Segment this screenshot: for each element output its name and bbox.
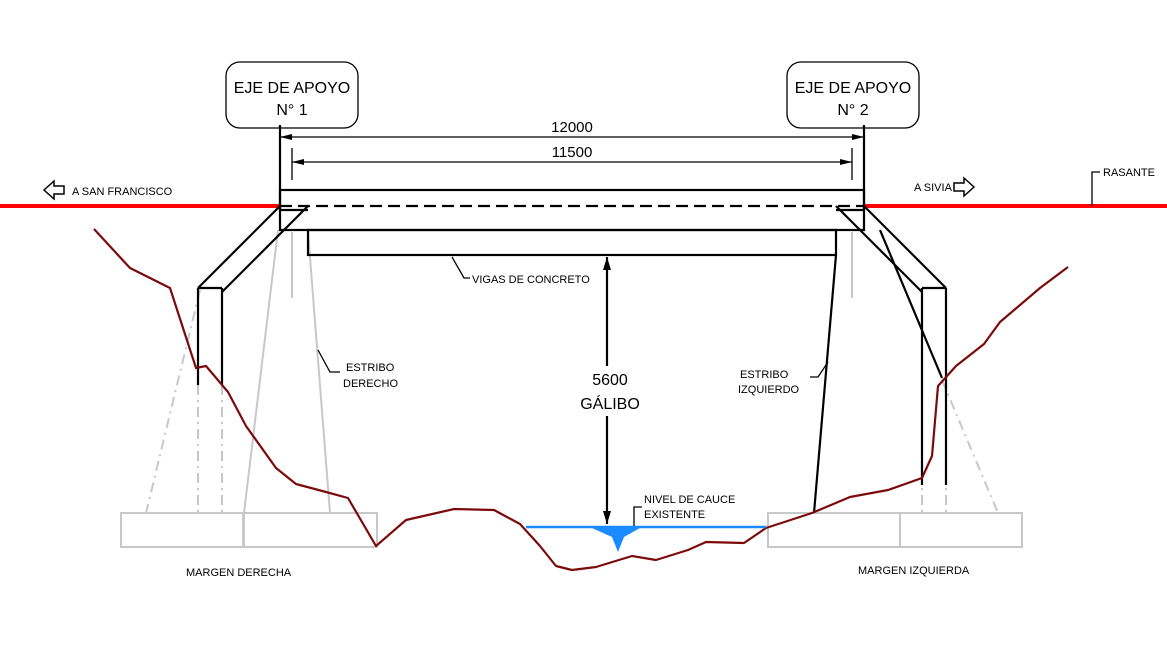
arrow-left-icon xyxy=(42,179,65,201)
axis-2-title: EJE DE APOYO xyxy=(795,80,911,97)
bank-right-label: MARGEN DERECHA xyxy=(186,567,292,579)
arrow-right-icon xyxy=(953,176,976,198)
span-total-label: 12000 xyxy=(551,119,593,136)
water-callout: NIVEL DE CAUCE EXISTENTE xyxy=(633,494,735,526)
span-clear-label: 11500 xyxy=(552,144,593,161)
terrain-profile xyxy=(93,228,1069,572)
abutment-left-side xyxy=(196,205,309,385)
dimension-12000: 12000 xyxy=(278,119,866,210)
abutment-right-callout: ESTRIBO DERECHO xyxy=(317,349,398,390)
water-label-2: EXISTENTE xyxy=(644,509,705,521)
grade-callout: RASANTE xyxy=(1091,167,1155,206)
water-level-marker-icon xyxy=(592,528,640,552)
axis-1-number: N° 1 xyxy=(276,102,307,119)
dimension-11500: 11500 xyxy=(291,144,853,180)
axis-2-number: N° 2 xyxy=(837,102,868,119)
direction-left: A SAN FRANCISCO xyxy=(42,179,173,201)
abutment-left-label-2: IZQUIERDO xyxy=(738,384,800,396)
direction-right: A SIVIA xyxy=(914,176,976,198)
hidden-foundations xyxy=(120,229,1023,548)
abutment-right-label-1: ESTRIBO xyxy=(346,362,395,374)
abutment-right-label-2: DERECHO xyxy=(343,378,398,390)
concrete-beams xyxy=(306,228,838,257)
support-axis-1-callout: EJE DE APOYO N° 1 xyxy=(225,61,359,129)
axis-1-box xyxy=(225,61,359,129)
grade-label: RASANTE xyxy=(1103,167,1155,179)
clearance-dimension: 5600 GÁLIBO xyxy=(580,257,640,524)
axis-2-box xyxy=(786,61,920,129)
beams-label: VIGAS DE CONCRETO xyxy=(472,274,590,286)
to-san-francisco-label: A SAN FRANCISCO xyxy=(72,186,173,198)
clearance-label: GÁLIBO xyxy=(580,394,640,413)
abutment-left-callout: ESTRIBO IZQUIERDO xyxy=(738,361,829,396)
water-label-1: NIVEL DE CAUCE xyxy=(644,494,735,506)
beams-callout: VIGAS DE CONCRETO xyxy=(451,256,590,286)
axis-1-title: EJE DE APOYO xyxy=(234,80,350,97)
clearance-value: 5600 xyxy=(592,372,628,389)
abutment-left-label-1: ESTRIBO xyxy=(740,369,789,381)
to-sivia-label: A SIVIA xyxy=(914,182,953,194)
bank-left-label: MARGEN IZQUIERDA xyxy=(858,565,970,577)
abutment-right-side xyxy=(812,205,948,514)
bridge-deck xyxy=(278,188,866,257)
water-level xyxy=(526,525,766,552)
support-axis-2-callout: EJE DE APOYO N° 2 xyxy=(786,61,920,129)
